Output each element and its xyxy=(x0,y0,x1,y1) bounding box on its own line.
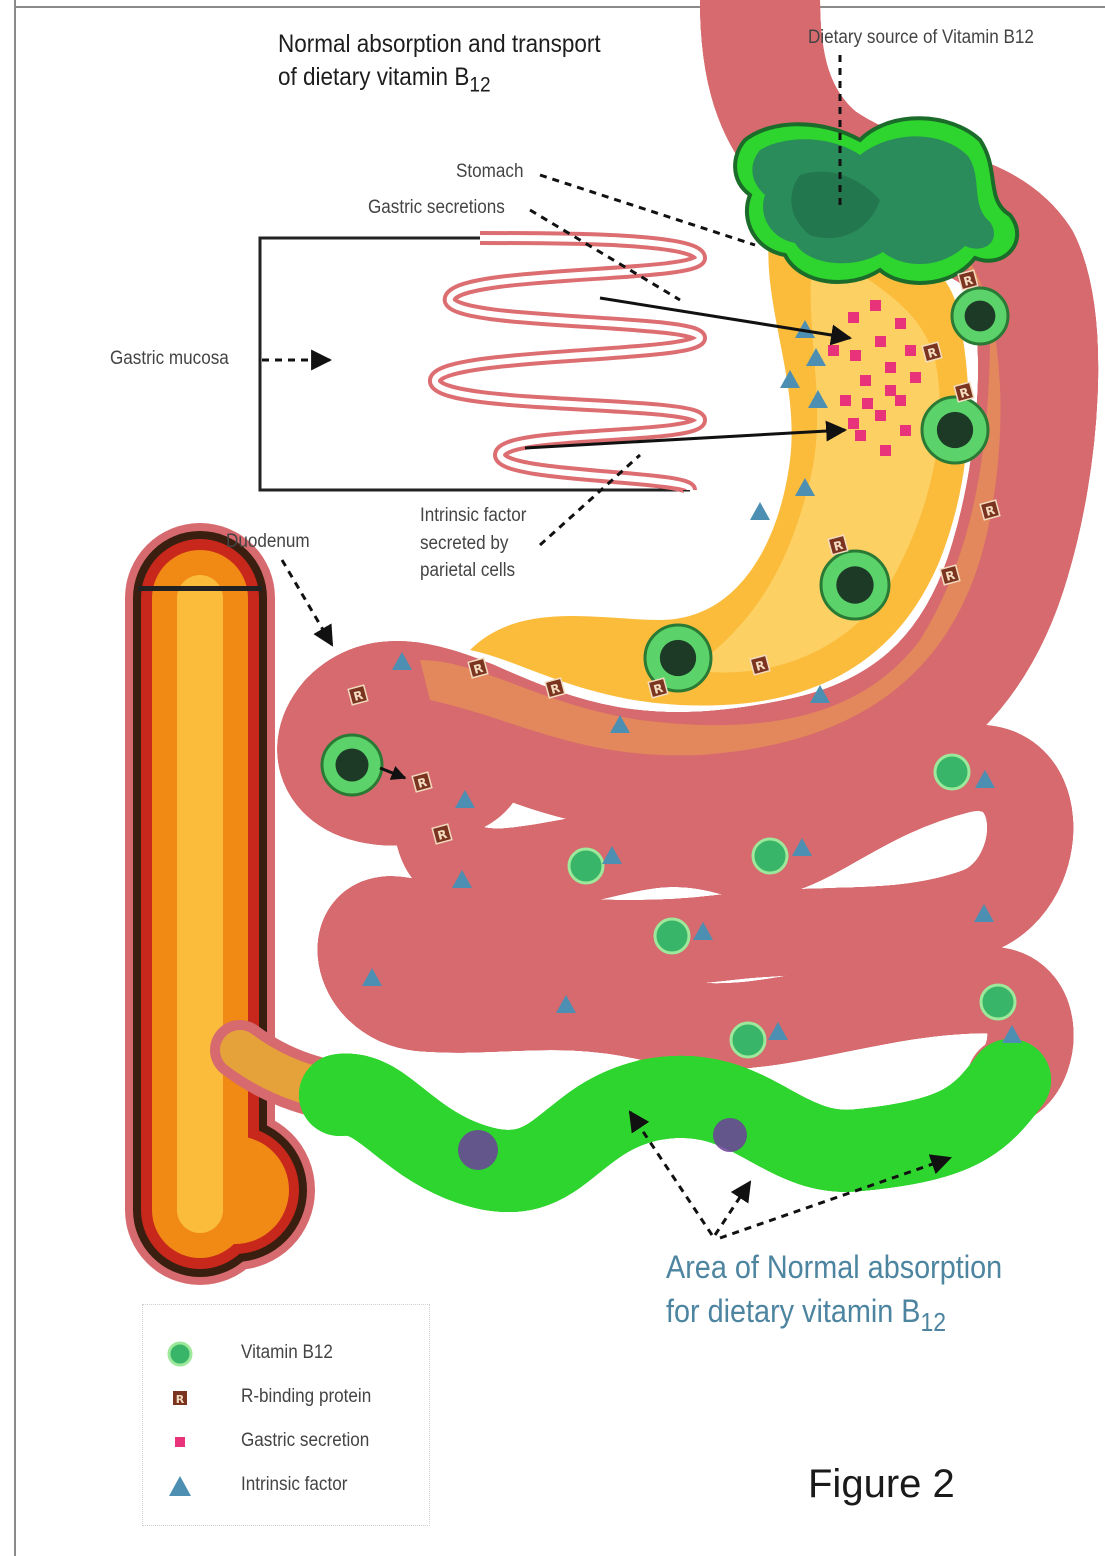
gastric-secretion-particle xyxy=(870,300,881,311)
label-intrinsic-line-2: secreted by xyxy=(420,530,526,558)
legend-item-vitamin-b12: Vitamin B12 xyxy=(143,1339,427,1369)
title-subscript: 12 xyxy=(469,72,490,96)
gastric-secretion-particle xyxy=(850,350,861,361)
legend-label-intrinsic-factor: Intrinsic factor xyxy=(241,1474,347,1496)
legend-item-r-binding: R R-binding protein xyxy=(143,1383,427,1413)
intrinsic-factor-particle xyxy=(750,502,770,520)
gastric-secretion-particle xyxy=(860,375,871,386)
gastric-secretion-icon xyxy=(165,1427,195,1457)
vitamin-b12-particle xyxy=(981,985,1015,1019)
title-line-2: of dietary vitamin B12 xyxy=(278,61,601,98)
gastric-secretion-particle xyxy=(875,410,886,421)
absorption-subscript: 12 xyxy=(920,1308,946,1336)
label-gastric-secretions: Gastric secretions xyxy=(368,194,505,222)
gastric-secretion-particle xyxy=(885,385,896,396)
gastric-secretion-particle xyxy=(848,312,859,323)
label-stomach: Stomach xyxy=(456,158,523,186)
vitamin-b12-particle xyxy=(753,839,787,873)
label-intrinsic-line-3: parietal cells xyxy=(420,557,526,585)
absorption-line-1: Area of Normal absorption xyxy=(666,1246,1002,1290)
large-intestine xyxy=(138,586,315,1270)
legend-label-r-binding: R-binding protein xyxy=(241,1386,371,1408)
vitamin-b12-particle xyxy=(569,849,603,883)
title-line-1: Normal absorption and transport xyxy=(278,28,601,61)
gastric-secretion-particle xyxy=(848,418,859,429)
gastric-secretion-particle xyxy=(910,372,921,383)
vitamin-b12-core xyxy=(660,640,696,676)
intrinsic-factor-icon xyxy=(165,1471,195,1501)
gastric-secretions-leader xyxy=(530,210,680,300)
gastric-secretion-particle xyxy=(862,398,873,409)
vitamin-b12-particle xyxy=(935,755,969,789)
vitamin-b12-icon xyxy=(165,1339,195,1369)
absorption-line-2-text: for dietary vitamin B xyxy=(666,1293,920,1329)
label-intrinsic-line-1: Intrinsic factor xyxy=(420,502,526,530)
figure-label: Figure 2 xyxy=(808,1462,955,1507)
legend-label-gastric-secretion: Gastric secretion xyxy=(241,1430,369,1452)
label-gastric-mucosa: Gastric mucosa xyxy=(110,345,229,373)
gastric-secretion-particle xyxy=(828,345,839,356)
r-binding-protein-icon: R xyxy=(165,1383,195,1413)
absorption-arrow-2 xyxy=(715,1182,750,1235)
duodenum-arrow xyxy=(282,560,332,645)
absorption-region xyxy=(340,1080,1010,1171)
gastric-secretion-particle xyxy=(900,425,911,436)
gastric-secretion-particle xyxy=(840,395,851,406)
title-line-2-text: of dietary vitamin B xyxy=(278,63,469,91)
vitamin-b12-core xyxy=(937,412,973,448)
vitamin-b12-particle xyxy=(731,1023,765,1057)
legend-r-glyph: R xyxy=(176,1393,185,1406)
label-dietary-source: Dietary source of Vitamin B12 xyxy=(808,24,1034,52)
gastric-secretion-particle xyxy=(855,430,866,441)
label-intrinsic-factor: Intrinsic factor secreted by parietal ce… xyxy=(420,502,526,585)
gastric-secretion-particle xyxy=(905,345,916,356)
label-duodenum: Duodenum xyxy=(226,528,310,556)
gastric-secretion-particle xyxy=(895,318,906,329)
vitamin-b12-core xyxy=(836,566,873,603)
gastric-secretion-particle xyxy=(875,336,886,347)
gastric-secretion-particle xyxy=(880,445,891,456)
vitamin-b12-core xyxy=(336,749,369,782)
absorption-note: Area of Normal absorption for dietary vi… xyxy=(666,1246,1002,1340)
diagram-title: Normal absorption and transport of dieta… xyxy=(278,28,601,98)
gastric-secretion-particle xyxy=(885,362,896,373)
legend-label-vitamin-b12: Vitamin B12 xyxy=(241,1342,333,1364)
legend-item-gastric-secretion: Gastric secretion xyxy=(143,1427,427,1457)
legend: Vitamin B12 R R-binding protein Gastric … xyxy=(142,1304,430,1526)
absorption-line-2: for dietary vitamin B12 xyxy=(666,1290,1002,1341)
vitamin-b12-particle xyxy=(655,919,689,953)
vitamin-b12-core xyxy=(965,301,996,332)
gastric-secretion-particle xyxy=(895,395,906,406)
gastric-mucosa-inset xyxy=(260,238,700,490)
legend-item-intrinsic-factor: Intrinsic factor xyxy=(143,1471,427,1501)
